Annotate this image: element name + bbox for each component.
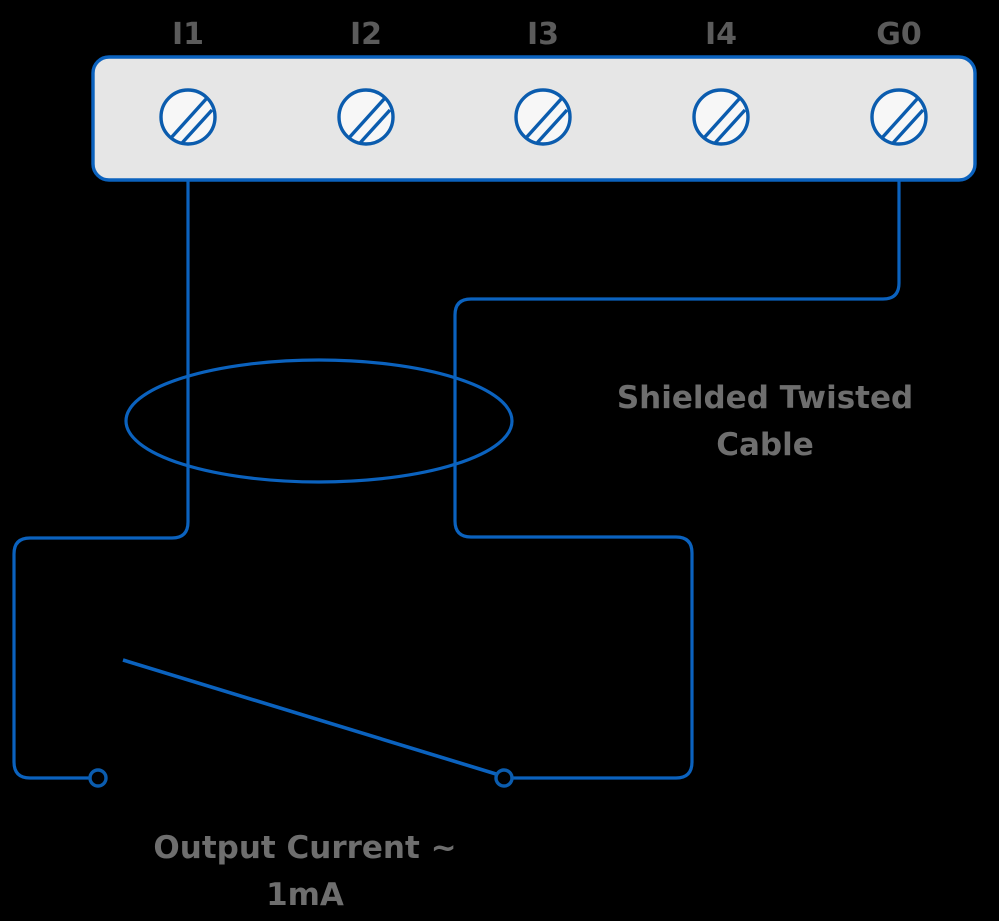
- screw-slot-line-b: [535, 108, 569, 145]
- terminal-label-i1: I1: [172, 17, 204, 52]
- screw-slot-line-a: [168, 96, 209, 141]
- screw-slot-line-a: [523, 96, 564, 141]
- input-terminal-block: [91, 55, 977, 182]
- screw-slot-line-a: [346, 96, 387, 141]
- screw-slot-line-a: [879, 96, 920, 141]
- terminal-i1[interactable]: [159, 88, 217, 146]
- screw-slot-line-a: [701, 96, 742, 141]
- cable-label-line-1: Shielded Twisted: [617, 380, 913, 416]
- screw-slot-line-b: [358, 108, 392, 145]
- terminal-label-g0: G0: [876, 17, 922, 52]
- screw-slot-line-b: [891, 108, 925, 145]
- terminal-label-i4: I4: [705, 17, 737, 52]
- cable-label-line-2: Cable: [716, 427, 814, 463]
- shielded-twisted-cable-group: [124, 358, 514, 484]
- current-source-symbol: [88, 658, 514, 788]
- source-terminal-right-node: [494, 768, 514, 788]
- terminal-label-i3: I3: [527, 17, 559, 52]
- output-current-label-line-2: 1mA: [266, 877, 344, 913]
- screw-slot-line-b: [180, 108, 214, 145]
- output-current-label-line-1: Output Current ~: [153, 830, 456, 866]
- source-terminal-left-node: [88, 768, 108, 788]
- terminal-label-group: I1 I2 I3 I4 G0: [172, 17, 922, 52]
- twisted-cable-ellipse: [124, 358, 514, 484]
- terminal-g0[interactable]: [870, 88, 928, 146]
- shielded-twisted-cable-label: Shielded Twisted Cable: [617, 380, 913, 463]
- terminal-i4[interactable]: [692, 88, 750, 146]
- terminal-label-i2: I2: [350, 17, 382, 52]
- screw-slot-line-b: [713, 108, 747, 145]
- switch-lever-line: [122, 658, 497, 776]
- terminal-i2[interactable]: [337, 88, 395, 146]
- wire-g0-to-source-right: [453, 115, 901, 780]
- wire-i1-to-source-left: [12, 115, 190, 780]
- output-current-label: Output Current ~ 1mA: [153, 830, 456, 913]
- wire-group: [12, 115, 901, 780]
- terminal-i3[interactable]: [514, 88, 572, 146]
